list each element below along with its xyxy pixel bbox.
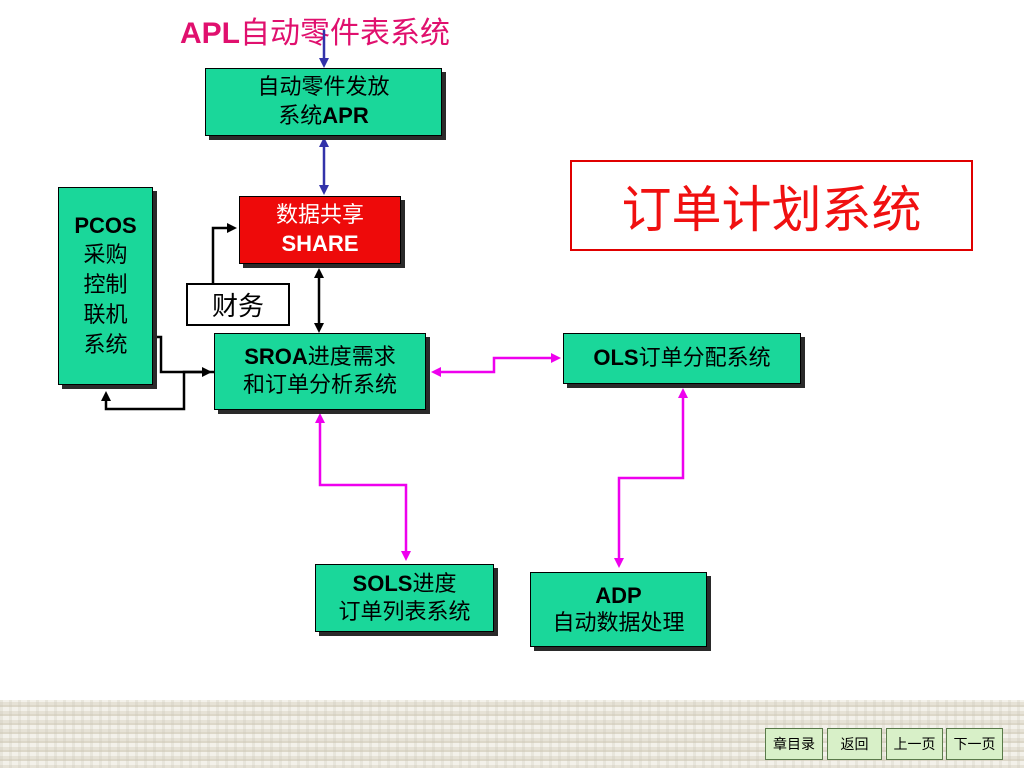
pcos-line3: 控制 (83, 273, 128, 298)
pcos-line1: PCOS (74, 213, 137, 238)
back-button[interactable]: 返回 (827, 728, 882, 760)
diagram-title: APL自动零件表系统 (180, 8, 450, 51)
sroa-node: SROA进度需求 和订单分析系统 (214, 333, 426, 410)
sols-node: SOLS进度 订单列表系统 (315, 564, 494, 632)
ols-line: OLS订单分配系统 (593, 344, 770, 373)
sols-line2: 订单列表系统 (338, 599, 471, 625)
ols-latin: OLS (593, 345, 639, 370)
sroa-to-pcos-arrow (101, 370, 214, 411)
apr-node: 自动零件发放 系统APR (205, 68, 442, 136)
sols-line1-cn: 进度 (412, 571, 457, 597)
share-node: 数据共享 SHARE (239, 196, 401, 264)
sroa-sols-arrow (315, 413, 411, 561)
sroa-line2: 和订单分析系统 (242, 373, 397, 398)
order-plan-label: 订单计划系统 (570, 160, 973, 251)
share-line2: SHARE (281, 231, 359, 256)
share-line1: 数据共享 (275, 203, 364, 228)
pcos-line4: 联机 (83, 303, 128, 328)
title-cn: 自动零件表系统 (240, 16, 450, 51)
apr-line1: 自动零件发放 (257, 74, 390, 100)
sroa-line1-latin: SROA (244, 344, 308, 369)
adp-node: ADP 自动数据处理 (530, 572, 707, 647)
finance-to-share-arrow (211, 223, 237, 283)
sols-line1: SOLS进度 (353, 570, 457, 599)
ols-cn: 订单分配系统 (638, 346, 771, 371)
ols-adp-arrow (614, 388, 688, 568)
ols-node: OLS订单分配系统 (563, 333, 801, 384)
pcos-line5: 系统 (83, 333, 128, 358)
sols-line1-latin: SOLS (352, 570, 413, 596)
title-latin: APL (180, 17, 240, 50)
adp-line1: ADP (595, 582, 642, 608)
apr-line2-cn: 系统 (278, 103, 323, 129)
apr-line2: 系统APR (278, 102, 368, 131)
sroa-line1-cn: 进度需求 (307, 345, 396, 370)
sroa-ols-arrow (431, 353, 561, 377)
pcos-line2: 采购 (83, 243, 128, 268)
finance-box: 财务 (186, 283, 290, 326)
pcos-node: PCOS 采购 控制 联机 系统 (58, 187, 153, 385)
chapter-contents-button[interactable]: 章目录 (765, 728, 823, 760)
next-page-button[interactable]: 下一页 (946, 728, 1003, 760)
apr-line2-latin: APR (322, 102, 369, 128)
pcos-to-sroa-arrow (157, 335, 212, 377)
sroa-line1: SROA进度需求 (244, 343, 396, 372)
adp-line2: 自动数据处理 (552, 610, 685, 636)
prev-page-button[interactable]: 上一页 (886, 728, 943, 760)
